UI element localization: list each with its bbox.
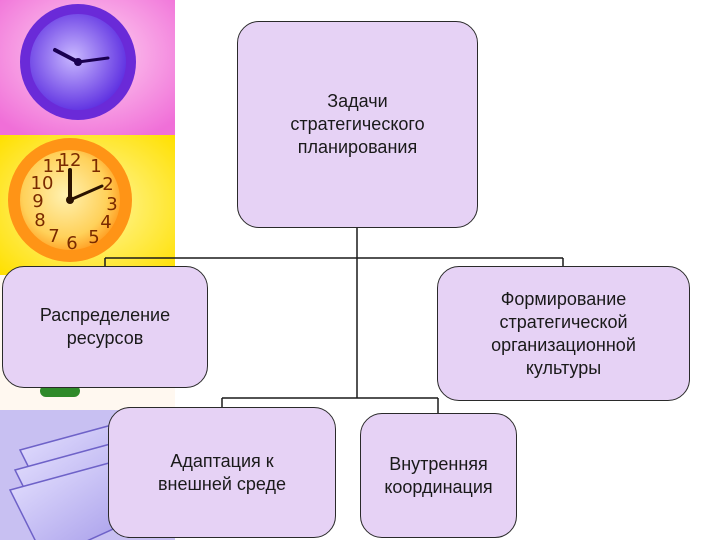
svg-text:9: 9: [32, 191, 43, 212]
svg-text:6: 6: [66, 233, 77, 254]
node-label: Задачи стратегического планирования: [290, 91, 425, 157]
svg-text:2: 2: [102, 174, 113, 195]
node-label: Распределение ресурсов: [39, 305, 171, 348]
svg-text:10: 10: [31, 173, 54, 194]
svg-text:3: 3: [106, 194, 117, 215]
node-internal-coordination: Внутренняя координация: [360, 413, 517, 538]
node-label: Адаптация к внешней среде: [157, 450, 287, 494]
svg-text:8: 8: [34, 210, 45, 231]
node-environment-adaptation: Адаптация к внешней среде: [108, 407, 336, 538]
svg-text:7: 7: [48, 226, 59, 247]
svg-text:11: 11: [43, 156, 66, 177]
node-culture-formation: Формирование стратегической организацион…: [437, 266, 690, 401]
node-label: Формирование стратегической организацион…: [491, 288, 636, 378]
svg-text:1: 1: [90, 156, 101, 177]
node-label: Внутренняя координация: [384, 453, 493, 497]
svg-text:5: 5: [88, 227, 99, 248]
node-strategic-planning-tasks: Задачи стратегического планирования: [237, 21, 478, 228]
svg-text:12: 12: [59, 150, 82, 171]
purple-clock-icon: [20, 4, 136, 120]
node-resource-allocation: Распределение ресурсов: [2, 266, 208, 388]
svg-text:4: 4: [100, 212, 111, 233]
